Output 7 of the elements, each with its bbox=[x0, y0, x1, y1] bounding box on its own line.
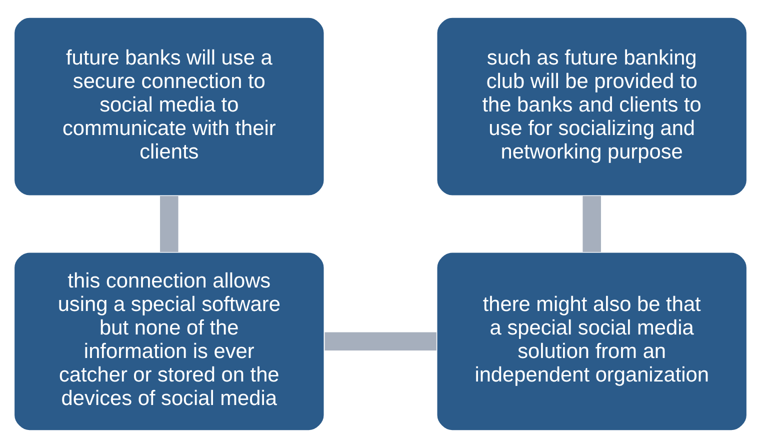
node-box: there might also be that a special social media solution from an independent organization bbox=[436, 251, 748, 432]
connector bbox=[582, 196, 601, 252]
connector bbox=[324, 332, 436, 351]
node-box: future banks will use a secure connection to social media to communicate with their clients bbox=[13, 16, 326, 197]
node-box: this connection allows using a special software but none of the information is ever catcher or stored on the devices of social media bbox=[13, 251, 326, 432]
node-box: such as future banking club will be provided to the banks and clients to use for socializing and networking purpose bbox=[436, 16, 748, 197]
connector bbox=[160, 196, 178, 252]
